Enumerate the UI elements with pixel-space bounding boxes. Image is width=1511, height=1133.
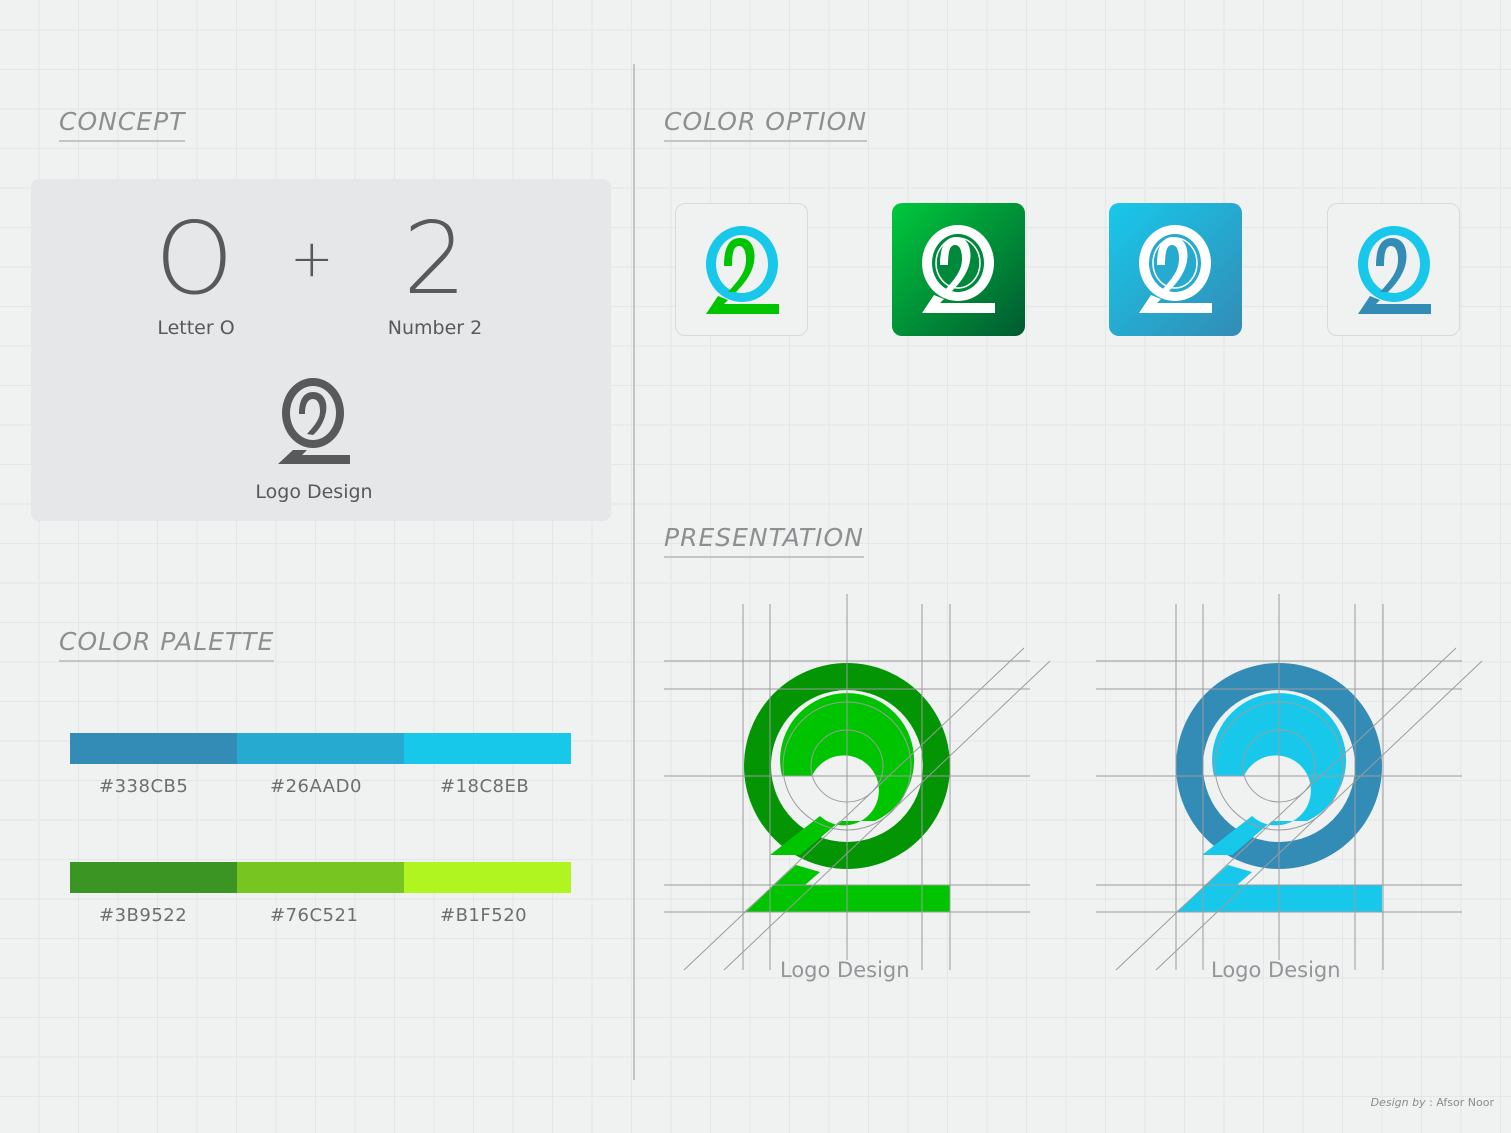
color-palette-heading: COLOR PALETTE: [59, 628, 275, 662]
credit-name: Afsor Noor: [1436, 1096, 1494, 1109]
swatch-76c521: [237, 862, 404, 893]
presentation-heading: PRESENTATION: [664, 524, 864, 558]
swatch-338cb5: [70, 733, 237, 764]
hex-label: #76C521: [270, 905, 359, 926]
number-2-caption: Number 2: [387, 317, 483, 339]
color-option-tile-4: [1327, 203, 1460, 336]
color-option-tile-3: [1109, 203, 1242, 336]
swatch-3b9522: [70, 862, 237, 893]
credit-label: Design by: [1370, 1096, 1426, 1109]
number-2-glyph: 2: [403, 200, 467, 317]
logo-mark-icon: [706, 226, 779, 314]
logo-design-caption: Logo Design: [255, 481, 373, 503]
presentation-caption-blue: Logo Design: [1211, 958, 1341, 982]
swatch-26aad0: [237, 733, 404, 764]
concept-card: O + 2 Letter O Number 2 Logo Design: [31, 179, 611, 521]
hex-label: #B1F520: [440, 905, 528, 926]
color-option-tile-1: [675, 203, 808, 336]
swatch-18c8eb: [404, 733, 571, 764]
color-option-tile-2: [892, 203, 1025, 336]
letter-o-caption: Letter O: [157, 317, 235, 339]
logo-mark-icon: [922, 225, 995, 313]
hex-label: #338CB5: [99, 776, 189, 797]
hex-label: #18C8EB: [440, 776, 530, 797]
blue-palette-row: [70, 733, 571, 764]
color-option-heading: COLOR OPTION: [664, 108, 868, 142]
green-palette-row: [70, 862, 571, 893]
logo-mark-icon: [278, 378, 350, 464]
designer-credit: Design by : Afsor Noor: [1371, 1096, 1494, 1109]
credit-separator: :: [1425, 1096, 1437, 1109]
logo-mark-icon: [1358, 226, 1431, 314]
hex-label: #3B9522: [99, 905, 188, 926]
presentation-green-logo-grid: [664, 594, 1051, 971]
hex-label: #26AAD0: [270, 776, 362, 797]
column-divider: [633, 64, 635, 1080]
logo-mark-icon: [1139, 225, 1212, 313]
concept-heading: CONCEPT: [59, 108, 186, 142]
plus-glyph: +: [290, 229, 334, 289]
swatch-b1f520: [404, 862, 571, 893]
letter-o-glyph: O: [155, 200, 234, 317]
presentation-blue-logo-grid: [1096, 594, 1483, 971]
presentation-caption-green: Logo Design: [780, 958, 910, 982]
